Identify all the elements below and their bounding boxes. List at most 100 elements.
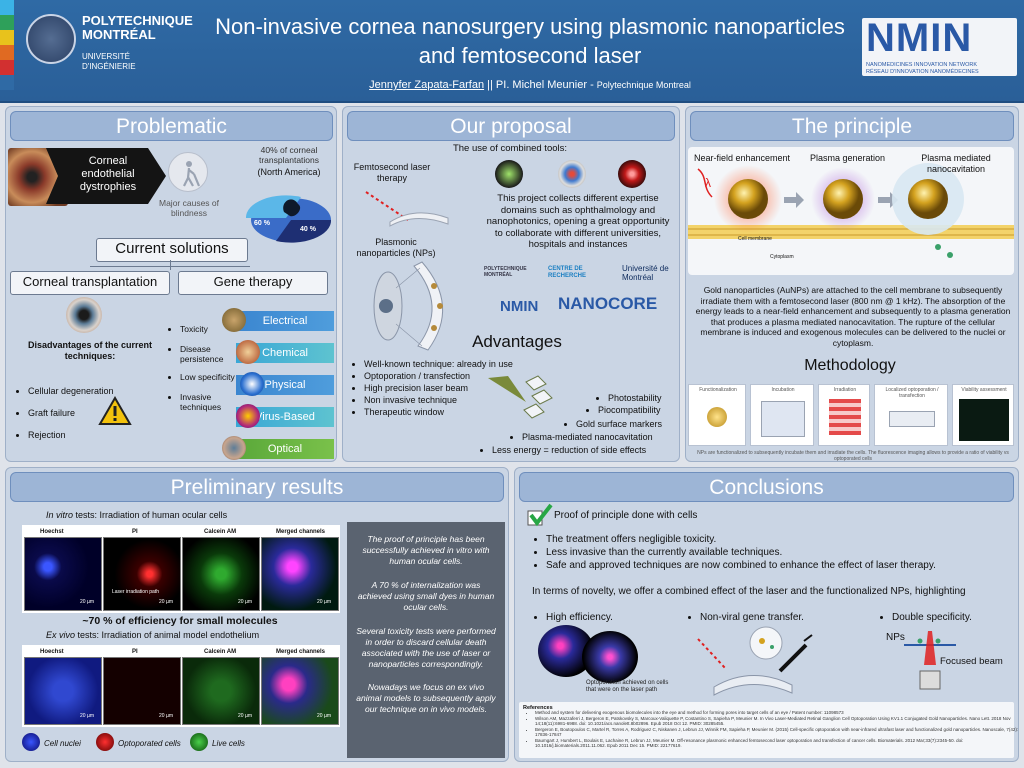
solutions-connector [170, 260, 171, 270]
exvivo-pi-image [103, 657, 181, 725]
dystrophy-label: Corneal endothelial dystrophies [79, 155, 137, 193]
exvivo-merged-image [261, 657, 339, 725]
exvivo-hoechst-image [24, 657, 102, 725]
feature-efficiency: High efficiency. [534, 612, 666, 624]
reference-item[interactable]: Wilson AM, Mazzaferri J, Bergeron E, Pat… [535, 716, 1019, 727]
gene-type-electrical: Electrical [236, 311, 334, 331]
legend-cell-nuclei-icon [22, 733, 40, 751]
tool-image-laser [495, 160, 523, 188]
reference-item[interactable]: Bergeron E, Boutopoulos C, Martel R, Tor… [535, 727, 1019, 738]
gene-issue-item: Disease persistence [180, 344, 250, 364]
channel-label: Merged channels [276, 529, 326, 535]
color-stripes [0, 0, 14, 90]
conclusion-point: The treatment offers negligible toxicity… [546, 533, 1016, 546]
legend-live-cells: Live cells [212, 739, 245, 748]
laser-path-label: Laser irradiation path [112, 589, 159, 595]
results-heading: Preliminary results [10, 472, 504, 502]
proposal-heading: Our proposal [347, 111, 675, 141]
method-step-irradiation: Irradiation [818, 384, 870, 446]
gene-type-virus-based: Virus-Based [236, 407, 334, 427]
method-step-label: Incubation [771, 387, 795, 393]
optical-eye-image [222, 436, 246, 460]
cornea-nanoparticles-illustration [368, 258, 468, 354]
gene-issue-item: Low specificity [180, 372, 250, 382]
proposal-intro: The use of combined tools: [452, 143, 568, 154]
laser-beam-illustration [360, 188, 450, 228]
advantage-item: Gold surface markers [576, 418, 694, 430]
current-solutions-label: Current solutions [96, 238, 248, 262]
transplant-region: (North America) [257, 167, 321, 177]
advantage-item: Therapeutic window [364, 406, 544, 418]
tool-image-eye [558, 160, 586, 188]
principle-heading: The principle [690, 111, 1014, 141]
channel-label: Calcein AM [204, 649, 237, 655]
cell-icon [889, 411, 935, 427]
legend-optoporated-icon [96, 733, 114, 751]
method-step-functionalization: Functionalization [688, 384, 746, 446]
invitro-image-grid: Hoechst PI Calcein AM Merged channels La… [22, 525, 340, 613]
conclusion-point: Safe and approved techniques are now com… [546, 559, 1016, 572]
methodology-caption: NPs are functionalized to subsequently i… [697, 450, 1009, 462]
efficiency-label: ~70 % of efficiency for small molecules [82, 615, 278, 627]
reference-item[interactable]: Baumgart J, Humbert L, Boulais E, Lachai… [535, 738, 1019, 749]
lambda-symbol: λ [705, 176, 711, 190]
methodology-heading: Methodology [804, 357, 896, 374]
channel-label: Calcein AM [204, 529, 237, 535]
nps-specificity-label: NPs [886, 632, 905, 643]
advantage-item: Photostability [608, 392, 694, 404]
pie-label-40: 40 % [300, 226, 316, 233]
summary-text-4: Nowadays we focus on ex vivo animal mode… [356, 682, 496, 714]
scale-bar-label: 20 µm [238, 599, 252, 605]
transplant-percent-label: 40% of corneal transplantations [258, 145, 319, 165]
channel-label: Hoechst [40, 649, 64, 655]
advantages-right-4: Plasma-mediated nanocavitation [510, 431, 690, 443]
affiliation: Polytechnique Montreal [596, 80, 691, 90]
conclusion-points: The treatment offers negligible toxicity… [534, 533, 1016, 572]
feature-gene-transfer: Non-viral gene transfer. [688, 612, 840, 624]
feature-item: High efficiency. [546, 612, 666, 624]
scale-bar-label: 20 µm [159, 599, 173, 605]
nmin-logo: NMIN NANOMEDICINES INNOVATION NETWORK RÉ… [862, 16, 1017, 76]
author-main[interactable]: Jennyfer Zapata-Farfan [369, 79, 485, 91]
warning-icon [98, 395, 132, 426]
invitro-em: In vitro [46, 510, 74, 520]
chemical-image [236, 340, 260, 364]
disadvantages-list: Cellular degeneration Graft failure Reje… [16, 380, 138, 446]
gene-transfer-illustration [696, 625, 816, 697]
feature-item: Non-viral gene transfer. [700, 612, 840, 624]
logo-centre-recherche: CENTRE DE RECHERCHE [548, 266, 587, 279]
pie-label-60: 60 % [254, 220, 270, 227]
reference-item[interactable]: Method and system for delivering exogeno… [535, 710, 1019, 716]
proof-label: Proof of principle done with cells [554, 510, 698, 521]
channel-label: PI [132, 529, 138, 535]
blindness-icon [168, 152, 208, 192]
scale-bar-label: 20 µm [317, 599, 331, 605]
university-subtitle: UNIVERSITÉ D'INGÉNIERIE [82, 52, 136, 71]
legend-live-cells-icon [190, 733, 208, 751]
virus-image [236, 404, 260, 428]
gene-type-optical: Optical [236, 439, 334, 459]
laser-cone-illustration [486, 372, 556, 424]
merged-image [261, 537, 339, 611]
laser-therapy-label: Femtosecond laser therapy [353, 162, 431, 183]
scale-bar-label: 20 µm [80, 599, 94, 605]
fluorescence-image [959, 399, 1009, 441]
references-box: References Method and system for deliver… [519, 702, 1018, 758]
focused-beam-label: Focused beam [940, 656, 1003, 667]
exvivo-em: Ex vivo [46, 630, 76, 640]
gene-issue-item: Toxicity [180, 324, 250, 334]
legend-optoporated: Optoporated cells [118, 739, 181, 748]
advantages-left-list: Well-known technique: already in use Opt… [352, 358, 544, 418]
advantage-item: Less energy = reduction of side effects [492, 444, 690, 456]
disadvantages-label: Disadvantages of the current techniques: [27, 340, 153, 361]
scale-bar-label: 20 µm [159, 713, 173, 719]
method-step-incubation: Incubation [750, 384, 814, 446]
stage-near-field: Near-field enhancement [694, 153, 791, 163]
feature-specificity: Double specificity. [880, 612, 1022, 624]
advantages-heading: Advantages [472, 332, 562, 351]
principle-illustration [688, 147, 1014, 275]
micrograph-caption: Optoporation achieved on cells that were… [586, 680, 669, 693]
transplant-pie-chart [245, 178, 336, 248]
pi-image [103, 537, 181, 611]
exvivo-calcein-image [182, 657, 260, 725]
